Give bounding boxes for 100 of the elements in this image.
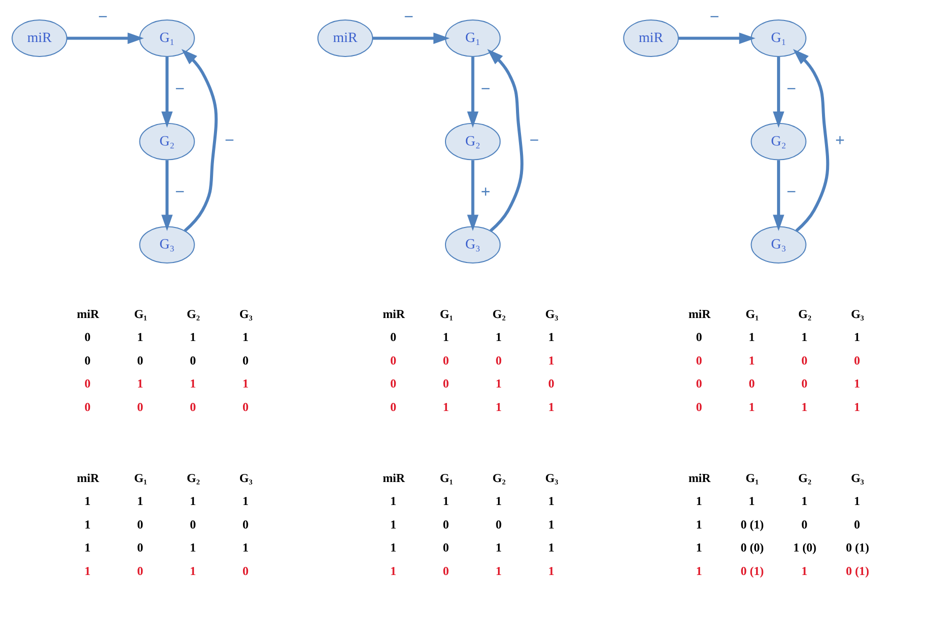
label: 0 [190, 516, 196, 531]
label: 0 [696, 330, 702, 344]
edge-label: − [224, 130, 234, 149]
label: 1 [84, 540, 91, 554]
label: 0 (1) [846, 540, 870, 554]
label: 1 [854, 494, 860, 508]
arrow [161, 160, 173, 230]
label: 0 [854, 516, 860, 531]
label: 1 [190, 563, 196, 578]
label: G₁ [134, 306, 148, 320]
label: 0 [137, 516, 144, 531]
label: 0 (1) [740, 516, 764, 531]
label: G₃ [239, 470, 253, 484]
label: 1 [137, 330, 144, 344]
label: 1 [548, 563, 554, 578]
label: 1 [854, 399, 860, 414]
label: 1 [496, 494, 502, 508]
label: 0 (0) [740, 540, 764, 554]
label: 0 [696, 376, 702, 390]
label: 1 [548, 352, 554, 367]
label: 0 [242, 563, 249, 578]
label: 1 [696, 563, 702, 578]
label: 0 [442, 376, 449, 390]
label: 1 [748, 330, 755, 344]
label: G₂ [492, 470, 506, 484]
arrow [772, 160, 784, 230]
edge-label: − [786, 79, 796, 98]
label: 0 [442, 516, 449, 531]
label: 1 [442, 399, 449, 414]
label: G₃ [850, 306, 864, 320]
label: 0 [548, 376, 554, 390]
label: 0 [801, 352, 808, 367]
label: 0 [84, 399, 91, 414]
label: 0 [442, 352, 449, 367]
arrow [467, 56, 478, 128]
node-ellipse: miR [317, 19, 374, 56]
label: 1 [496, 330, 502, 344]
edge-label: + [835, 130, 845, 149]
label: 0 [390, 376, 396, 390]
label: miR [382, 470, 405, 484]
label: 0 [496, 516, 502, 531]
label: 0 [242, 516, 249, 531]
node-ellipse: G₂ [139, 122, 195, 160]
arrow [772, 56, 784, 128]
label: 0 (1) [846, 563, 870, 578]
label: G₁ [440, 306, 453, 320]
edge-label: − [175, 182, 185, 201]
arrow [372, 32, 450, 44]
label: 1 [548, 399, 554, 414]
node-ellipse: G₃ [444, 226, 501, 264]
label: 0 [442, 563, 449, 578]
label: 1 [496, 399, 502, 414]
label: 1 [190, 540, 196, 554]
label: 1 [390, 494, 396, 508]
arrow [181, 48, 218, 232]
label: 0 [696, 399, 702, 414]
label: 1 [190, 494, 196, 508]
label: 1 [242, 376, 249, 390]
label: 1 [390, 563, 396, 578]
label: 1 [137, 376, 144, 390]
label: 0 [190, 352, 196, 367]
label: miR [688, 470, 711, 484]
arrow [467, 160, 478, 230]
label: 1 [84, 563, 91, 578]
label: 1 [496, 376, 502, 390]
label: 0 [390, 352, 396, 367]
label: 0 [137, 563, 144, 578]
node-ellipse: G₂ [750, 122, 806, 160]
label: 1 [242, 330, 249, 344]
label: 0 [137, 352, 144, 367]
node-ellipse: G₁ [444, 19, 501, 56]
label: G₂ [798, 470, 812, 484]
label: 1 [696, 540, 702, 554]
node-ellipse: G₁ [750, 19, 806, 56]
label: G₁ [440, 470, 453, 484]
label: 1 [390, 516, 396, 531]
label: 1 [801, 330, 808, 344]
label: 0 [242, 352, 249, 367]
label: 0 [854, 352, 860, 367]
node-ellipse: G₂ [444, 122, 501, 160]
label: G₃ [545, 306, 558, 320]
label: G₁ [746, 470, 759, 484]
node-ellipse: miR [623, 19, 679, 56]
label: 0 [696, 352, 702, 367]
label: 0 [748, 376, 755, 390]
label: 1 [748, 494, 755, 508]
arrow [66, 32, 144, 44]
label: 1 [854, 376, 860, 390]
edge-label: − [175, 79, 185, 98]
label: 0 [496, 352, 502, 367]
label: 0 [242, 399, 249, 414]
label: 1 [496, 563, 502, 578]
label: 0 [84, 330, 91, 344]
label: G₂ [186, 306, 200, 320]
label: 1 [854, 330, 860, 344]
label: G₂ [492, 306, 506, 320]
label: 0 [84, 352, 91, 367]
label: 0 [390, 399, 396, 414]
edge-label: − [480, 79, 490, 98]
label: 1 [548, 330, 554, 344]
